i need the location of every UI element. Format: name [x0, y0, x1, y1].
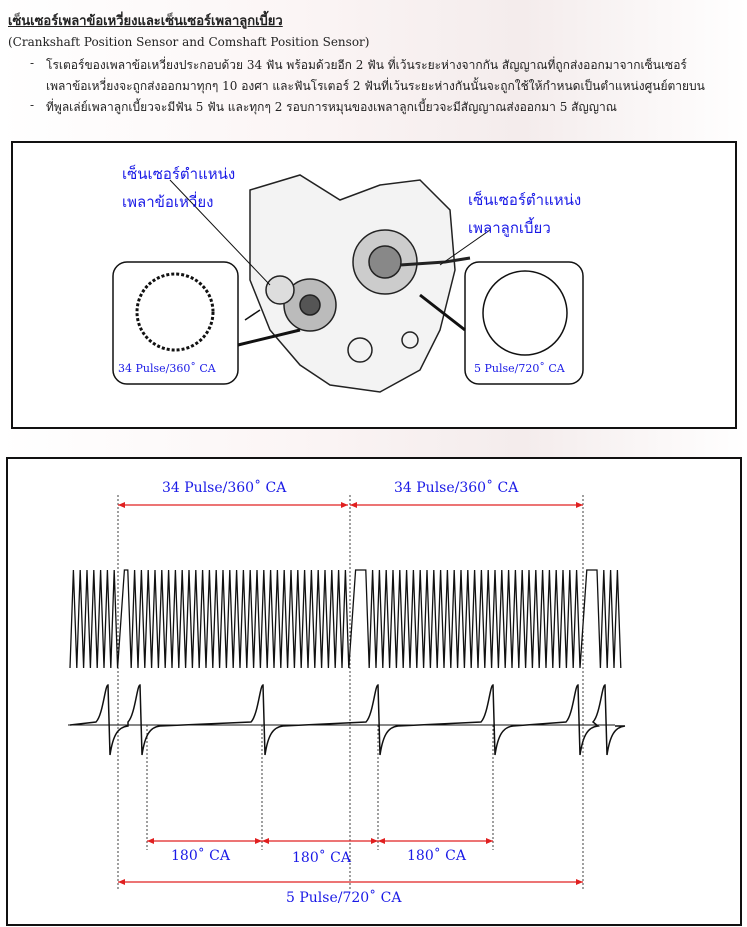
angle1-dimension-arrow-left [147, 838, 154, 844]
span2-dimension-arrow-left [350, 502, 357, 508]
span2-dimension-arrow-right [576, 502, 583, 508]
cam-sensor-label: เซ็นเซอร์ตำแหน่ง เพลาลูกเบี้ยว [468, 186, 581, 242]
cam-signal [69, 684, 626, 756]
span1-label: 34 Pulse/360˚ CA [162, 480, 287, 496]
crank-label-line2: เพลาข้อเหวี่ยง [122, 193, 214, 211]
angle3-dimension-arrow-right [486, 838, 493, 844]
angle3-dimension-arrow-left [378, 838, 385, 844]
angle2-dimension-arrow-left [262, 838, 269, 844]
bullet-marker: - [30, 56, 35, 70]
crank-sensor-label: เซ็นเซอร์ตำแหน่ง เพลาข้อเหวี่ยง [122, 160, 235, 216]
angle2-dimension-arrow-right [371, 838, 378, 844]
span1-dimension-arrow-left [118, 502, 125, 508]
subtitle: (Crankshaft Position Sensor and Comshaft… [8, 35, 370, 49]
figure2-frame [6, 457, 742, 926]
engine-drawing [249, 174, 471, 393]
page-title: เซ็นเซอร์เพลาข้อเหวี่ยงและเซ็นเซอร์เพลาล… [8, 14, 283, 29]
angle1-label: 180˚ CA [171, 848, 230, 864]
angle1-dimension-arrow-right [255, 838, 262, 844]
crank-callout [112, 179, 301, 385]
total-dimension-arrow-right [576, 879, 583, 885]
span1-dimension-arrow-right [341, 502, 348, 508]
total-label: 5 Pulse/720˚ CA [286, 890, 402, 906]
angle3-label: 180˚ CA [407, 848, 466, 864]
angle2-label: 180˚ CA [292, 850, 351, 866]
bullet-1-line-1: โรเตอร์ของเพลาข้อเหวี่ยงประกอบด้วย 34 ฟั… [46, 58, 687, 72]
total-dimension-arrow-left [118, 879, 125, 885]
span2-label: 34 Pulse/360˚ CA [394, 480, 519, 496]
bullet-1-line-2: เพลาข้อเหวี่ยงจะถูกส่งออกมาทุกๆ 10 องศา … [46, 79, 705, 93]
crank-label-line1: เซ็นเซอร์ตำแหน่ง [122, 165, 236, 183]
crank-pulse-label: 34 Pulse/360˚ CA [118, 362, 216, 375]
crank-signal [69, 569, 622, 669]
cam-pulse-label: 5 Pulse/720˚ CA [474, 362, 565, 375]
cam-callout [419, 229, 584, 385]
bullet-marker: - [30, 98, 35, 112]
bullet-2-line-1: ที่พูลเล่ย์เพลาลูกเบี้ยวจะมีฟัน 5 ฟัน แล… [46, 100, 617, 114]
cam-label-line2: เพลาลูกเบี้ยว [468, 219, 551, 237]
cam-label-line1: เซ็นเซอร์ตำแหน่ง [468, 191, 582, 209]
